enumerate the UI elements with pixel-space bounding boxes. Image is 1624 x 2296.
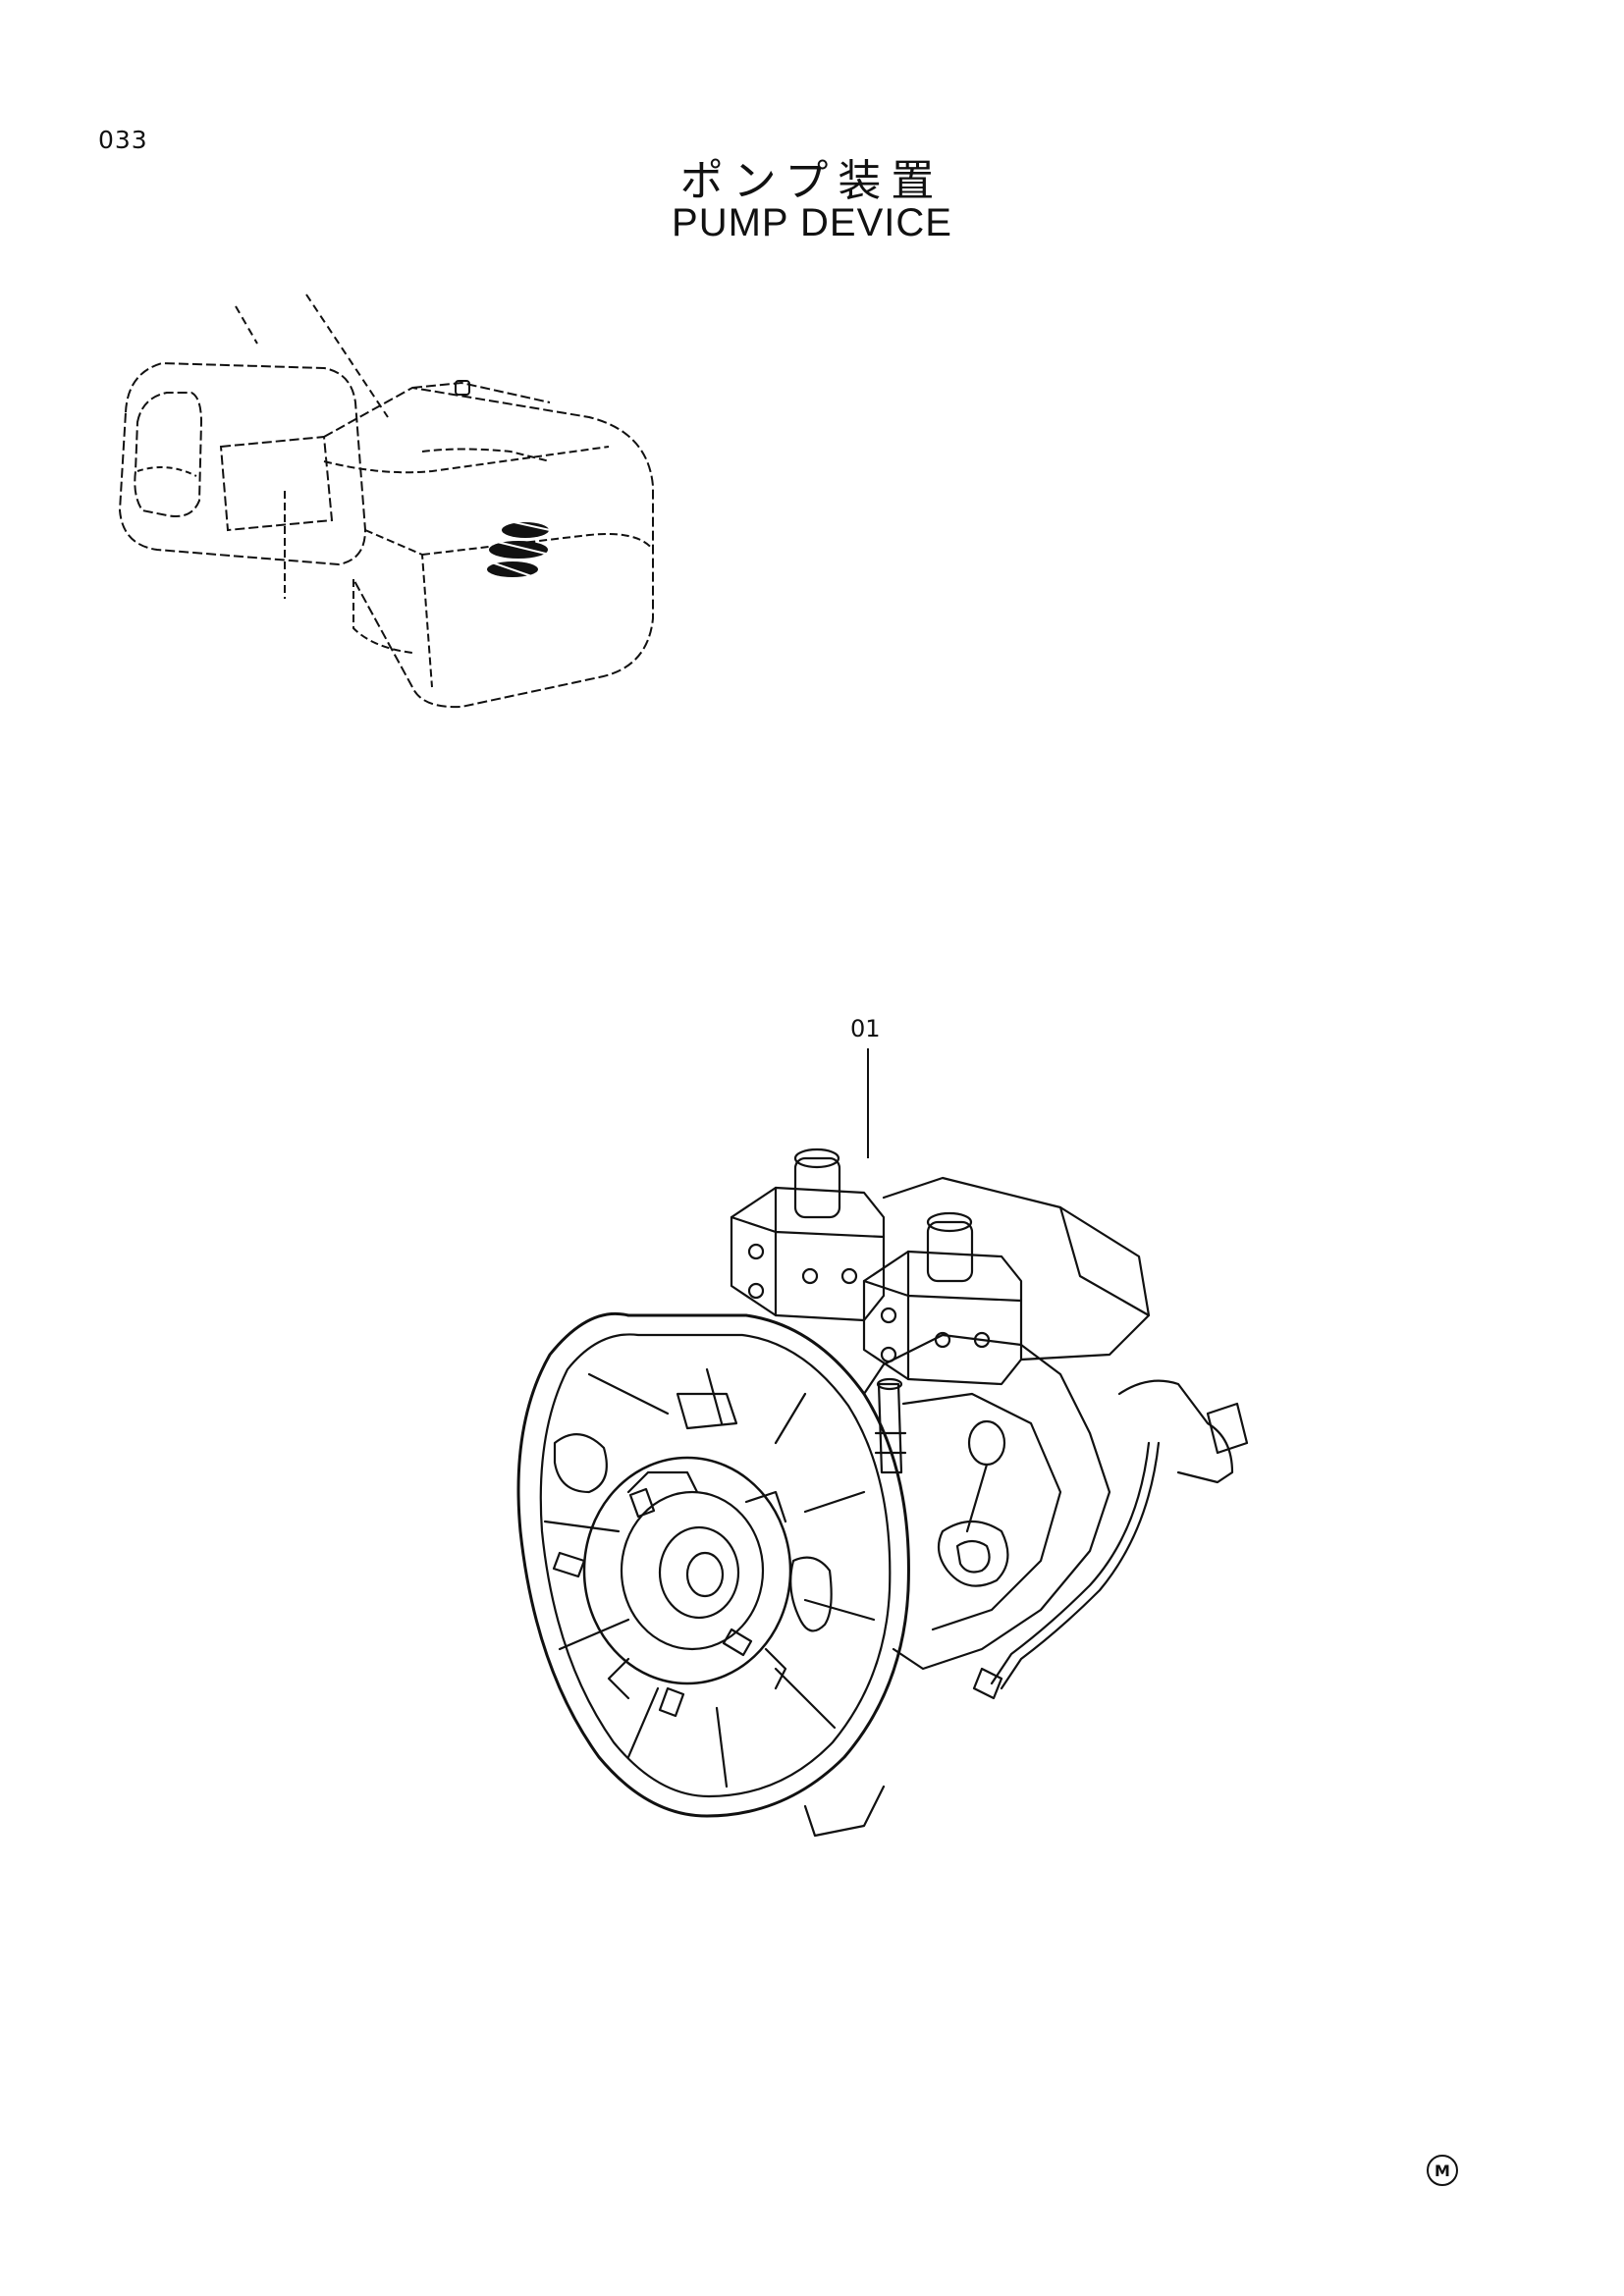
page-title-english: PUMP DEVICE [672,201,952,244]
page-title-japanese: ポンプ装置 [679,156,945,206]
callout-label-01: 01 [850,1015,881,1042]
page-number: 033 [98,126,148,154]
footer-mark: M [1427,2155,1458,2186]
